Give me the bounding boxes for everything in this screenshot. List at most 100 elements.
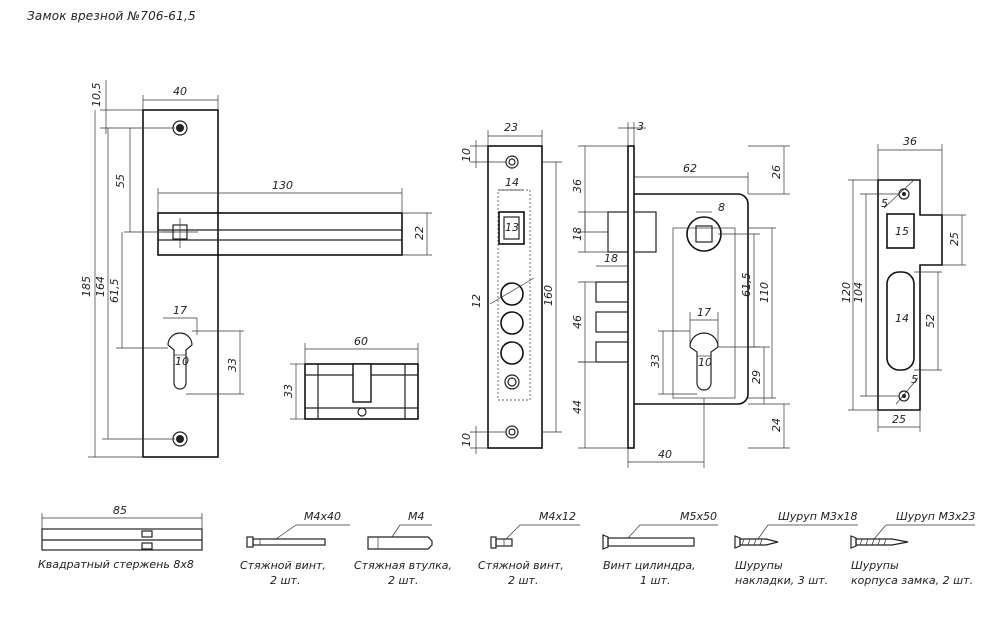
dim-strike-body-width: 25 [892, 413, 906, 426]
dim-bottom-screw: 10 [460, 433, 473, 447]
part-m4x12-screw: M4x12 Стяжной винт, 2 шт. [478, 510, 580, 587]
dim-latch-height: 18 [571, 227, 584, 241]
svg-text:Стяжная втулка,: Стяжная втулка, [354, 559, 452, 572]
svg-text:Шуруп М3х23: Шуруп М3х23 [896, 510, 975, 523]
dim-strike-width: 36 [903, 135, 917, 148]
dim-centre-distance: 61,5 [740, 273, 753, 298]
svg-text:2 шт.: 2 шт. [388, 574, 418, 587]
cylinder-screw-hole [357, 407, 367, 417]
dim-latch-width: 14 [505, 176, 519, 189]
dim-keyhole-height: 33 [226, 358, 239, 372]
drawing-title: Замок врезной №706-61,5 [27, 9, 196, 23]
svg-text:85: 85 [113, 504, 127, 517]
dim-follower-square: 8 [718, 201, 725, 214]
dim-keyhole-to-bottom: 29 [750, 370, 763, 384]
svg-text:Стяжной винт,: Стяжной винт, [478, 559, 564, 572]
faceplate-screw-bottom [505, 425, 519, 439]
dim-strike-height: 120 [840, 282, 853, 303]
lock-bolt-3 [595, 341, 629, 363]
strike-bolt-slot [886, 271, 915, 371]
dim-forend-thickness: 3 [637, 120, 644, 133]
lock-keyhole [689, 332, 719, 391]
lock-body-view: 3 36 62 26 8 18 18 61,5 110 46 17 [571, 120, 790, 468]
deadbolt-3 [500, 341, 524, 365]
strike-screw-bottom [898, 390, 910, 402]
dim-keyhole-slot: 10 [175, 355, 189, 368]
faceplate-outline [487, 145, 543, 449]
dim-keyhole-height: 33 [649, 354, 662, 368]
dim-top-screw: 10 [460, 148, 473, 162]
lock-bolt-1 [595, 281, 629, 303]
dim-centre-distance: 61,5 [108, 279, 121, 304]
cylinder-view: 60 33 [282, 335, 419, 420]
dim-keyhole-width: 17 [697, 306, 711, 319]
dim-backset: 62 [683, 162, 697, 175]
dim-top-to-latch: 36 [571, 179, 584, 193]
dim-plate-width: 40 [173, 85, 187, 98]
svg-text:Шуруп М3х18: Шуруп М3х18 [778, 510, 857, 523]
svg-text:M4x12: M4x12 [539, 510, 576, 523]
strike-latch-hole [886, 213, 915, 249]
strike-plate-view: 36 5 15 25 120 104 14 52 5 25 [840, 135, 966, 432]
handle-lever [157, 212, 403, 256]
dim-slot-height: 52 [924, 314, 937, 328]
follower-square [695, 225, 713, 243]
dim-cylinder-length: 60 [354, 335, 368, 348]
dim-screw-offset-bottom: 5 [911, 373, 918, 386]
svg-text:Винт цилиндра,: Винт цилиндра, [603, 559, 696, 572]
dim-backset-keyhole: 40 [658, 448, 672, 461]
latch-bolt [607, 211, 629, 253]
dim-mechanism-height: 110 [758, 282, 771, 303]
svg-text:Шурупы: Шурупы [851, 559, 899, 572]
latch-window [498, 211, 525, 245]
dim-screw-spacing: 164 [94, 276, 107, 297]
handle-keyhole [167, 332, 193, 390]
part-wood-screw-m3x18: Шуруп М3х18 Шурупы накладки, 3 шт. [734, 510, 858, 587]
svg-text:2 шт.: 2 шт. [508, 574, 538, 587]
dim-case-offset: 26 [770, 165, 783, 179]
deadbolt-1 [500, 282, 524, 306]
svg-text:M5x50: M5x50 [680, 510, 717, 523]
part-m4x40-screw: M4x40 Стяжной винт, 2 шт. [240, 510, 350, 587]
dim-latch-inner: 13 [505, 221, 519, 234]
follower-hub [686, 216, 722, 252]
svg-text:Стяжной винт,: Стяжной винт, [240, 559, 326, 572]
part-m4-sleeve: M4 Стяжная втулка, 2 шт. [354, 510, 452, 587]
dim-cylinder-height: 33 [282, 384, 295, 398]
dim-hole-to-spindle: 55 [114, 174, 127, 188]
dim-bolts-span: 46 [571, 315, 584, 329]
dim-case-bottom-offset: 24 [770, 418, 783, 432]
lock-bolt-2 [595, 311, 629, 333]
parts-row: 85 Квадратный стержень 8х8 M4x40 Стяжной… [38, 504, 975, 587]
dim-bolt-to-bottom: 44 [571, 400, 584, 414]
dim-lever-length: 130 [272, 179, 293, 192]
part-wood-screw-m3x23: Шуруп М3х23 Шурупы корпуса замка, 2 шт. [850, 510, 975, 587]
lock-case [634, 193, 749, 405]
dim-lip-height: 25 [948, 232, 961, 246]
faceplate-view: 12 23 10 14 13 160 10 [460, 121, 562, 454]
svg-text:корпуса замка, 2 шт.: корпуса замка, 2 шт. [851, 574, 973, 587]
dim-latch-hole-width: 15 [895, 225, 909, 238]
dim-keyhole-slot: 10 [698, 356, 712, 369]
svg-text:Квадратный стержень 8х8: Квадратный стержень 8х8 [38, 558, 194, 571]
part-m5x50-screw: M5x50 Винт цилиндра, 1 шт. [602, 510, 718, 587]
dim-screw-distance: 160 [542, 285, 555, 306]
faceplate-screw-top [505, 155, 519, 169]
svg-text:1 шт.: 1 шт. [640, 574, 670, 587]
faceplate-hole [504, 374, 520, 390]
dim-screw-spacing: 104 [852, 282, 865, 303]
dim-slot-width: 14 [895, 312, 909, 325]
lock-forend [627, 145, 635, 449]
dim-bolt-diameter: 12 [470, 294, 483, 308]
deadbolt-2 [500, 311, 524, 335]
dim-bolt-throw: 18 [604, 252, 618, 265]
dim-lever-height: 22 [413, 226, 426, 240]
cylinder-cam [352, 363, 372, 403]
svg-text:Шурупы: Шурупы [735, 559, 783, 572]
dim-screw-offset-top: 5 [881, 197, 888, 210]
handle-backplate [142, 109, 219, 458]
handle-plate-view: 40 10,5 55 130 22 185 164 61,5 17 [80, 80, 432, 458]
dim-faceplate-width: 23 [504, 121, 518, 134]
svg-text:2 шт.: 2 шт. [270, 574, 300, 587]
